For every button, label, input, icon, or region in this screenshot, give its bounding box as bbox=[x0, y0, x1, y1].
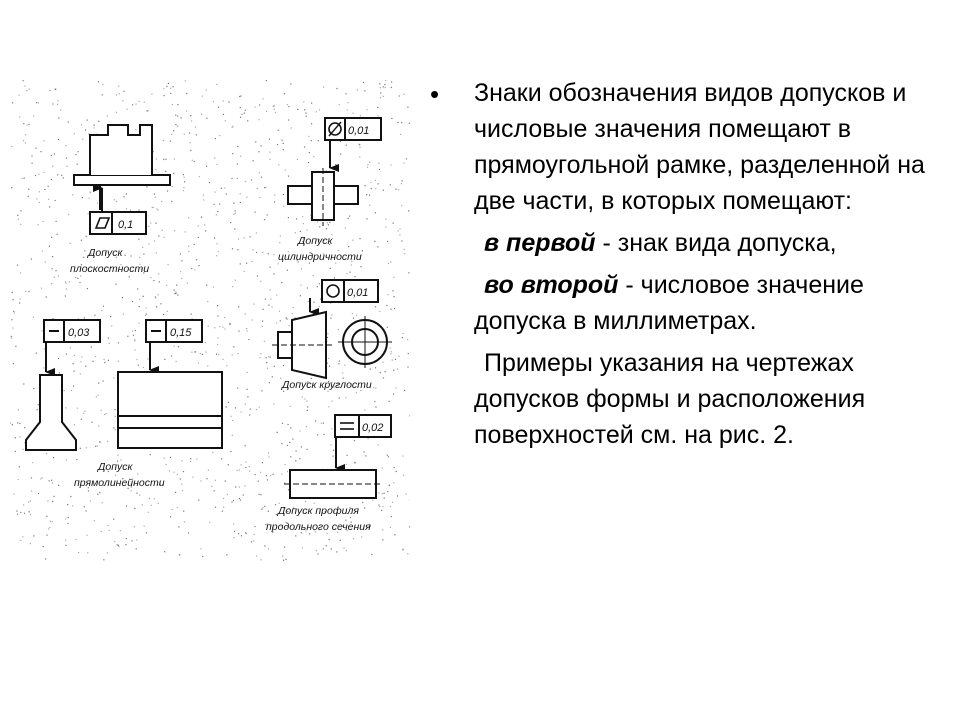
item-first: в первой - знак вида допуска, bbox=[474, 225, 930, 261]
bullet-item: • Знаки обозначения видов допусков и чис… bbox=[430, 75, 930, 453]
bullet-glyph: • bbox=[430, 79, 440, 109]
flatness-value: 0,1 bbox=[118, 219, 133, 231]
examples-paragraph: Примеры указания на чертежах допусков фо… bbox=[474, 349, 866, 449]
roundness-caption: Допуск круглости bbox=[281, 379, 372, 391]
cylindricity-caption-1: Допуск bbox=[297, 235, 334, 247]
item-second: во второй - числовое значение допуска в … bbox=[474, 267, 930, 339]
item-first-lead: в первой bbox=[484, 229, 596, 257]
roundness-circle-part bbox=[338, 316, 392, 368]
profile-value: 0,02 bbox=[362, 422, 383, 434]
profile-frame bbox=[334, 414, 392, 438]
item-first-rest: - знак вида допуска, bbox=[595, 229, 837, 257]
profile-caption-1: Допуск профиля bbox=[277, 505, 359, 517]
cylindricity-part bbox=[287, 168, 359, 226]
straightness-frame-a bbox=[43, 319, 101, 343]
profile-caption-2: продольного сечения bbox=[266, 521, 371, 533]
roundness-frame bbox=[321, 279, 379, 303]
tolerance-drawings: 0,1 0,01 0,01 0,03 0,15 0,02 Допуск плос… bbox=[10, 80, 410, 561]
profile-part bbox=[284, 469, 382, 499]
cylindricity-frame bbox=[324, 117, 382, 141]
roundness-cone-part bbox=[272, 310, 334, 380]
flatness-caption-1: Допуск bbox=[87, 247, 124, 259]
straightness-part-b bbox=[117, 371, 223, 449]
slide-text: • Знаки обозначения видов допусков и чис… bbox=[430, 75, 930, 453]
straightness-value-b: 0,15 bbox=[170, 327, 192, 339]
cylindricity-value: 0,01 bbox=[348, 125, 369, 137]
flatness-frame bbox=[89, 211, 147, 235]
roundness-value: 0,01 bbox=[347, 287, 368, 299]
flatness-part bbox=[73, 124, 171, 210]
flatness-caption-2: плоскостности bbox=[70, 263, 149, 275]
tolerance-figure: 0,1 0,01 0,01 0,03 0,15 0,02 Допуск плос… bbox=[10, 80, 410, 580]
item-second-lead: во второй bbox=[484, 271, 619, 299]
item-second-rest: - числовое значение допуска в миллиметра… bbox=[474, 271, 864, 335]
cylindricity-caption-2: цилиндричности bbox=[278, 251, 362, 263]
straightness-caption-1: Допуск bbox=[97, 461, 134, 473]
straightness-part-a bbox=[25, 374, 77, 451]
straightness-value-a: 0,03 bbox=[68, 327, 90, 339]
main-paragraph: Знаки обозначения видов допусков и число… bbox=[474, 79, 925, 215]
straightness-frame-b bbox=[145, 319, 203, 343]
straightness-caption-2: прямолинейности bbox=[74, 477, 165, 489]
